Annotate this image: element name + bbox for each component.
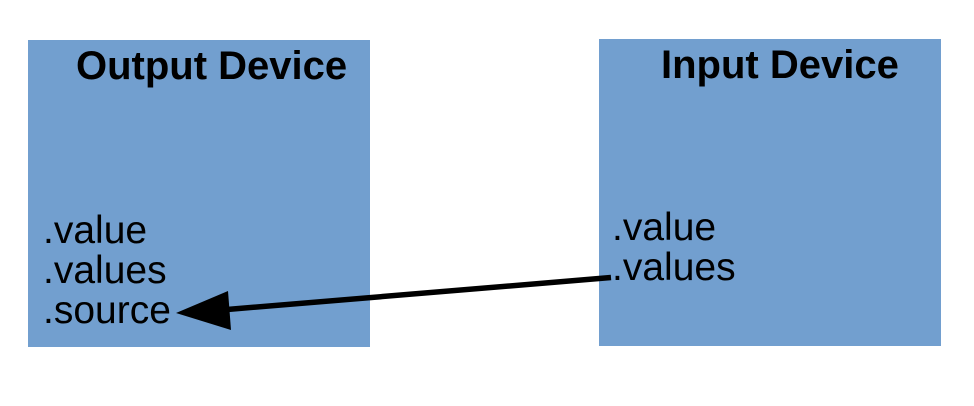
input-device-box: Input Device .value .values bbox=[599, 39, 941, 346]
output-device-box: Output Device .value .values .source bbox=[28, 40, 370, 347]
input-device-title: Input Device bbox=[661, 43, 899, 87]
output-field-values: .values bbox=[43, 249, 167, 292]
input-field-value: .value bbox=[612, 206, 717, 249]
input-device-fields: .value .values bbox=[612, 208, 736, 288]
output-device-title: Output Device bbox=[76, 44, 348, 88]
output-device-fields: .value .values .source bbox=[43, 211, 171, 331]
output-field-value: .value bbox=[43, 209, 148, 252]
input-field-values: .values bbox=[612, 246, 736, 289]
output-field-source: .source bbox=[43, 289, 171, 332]
